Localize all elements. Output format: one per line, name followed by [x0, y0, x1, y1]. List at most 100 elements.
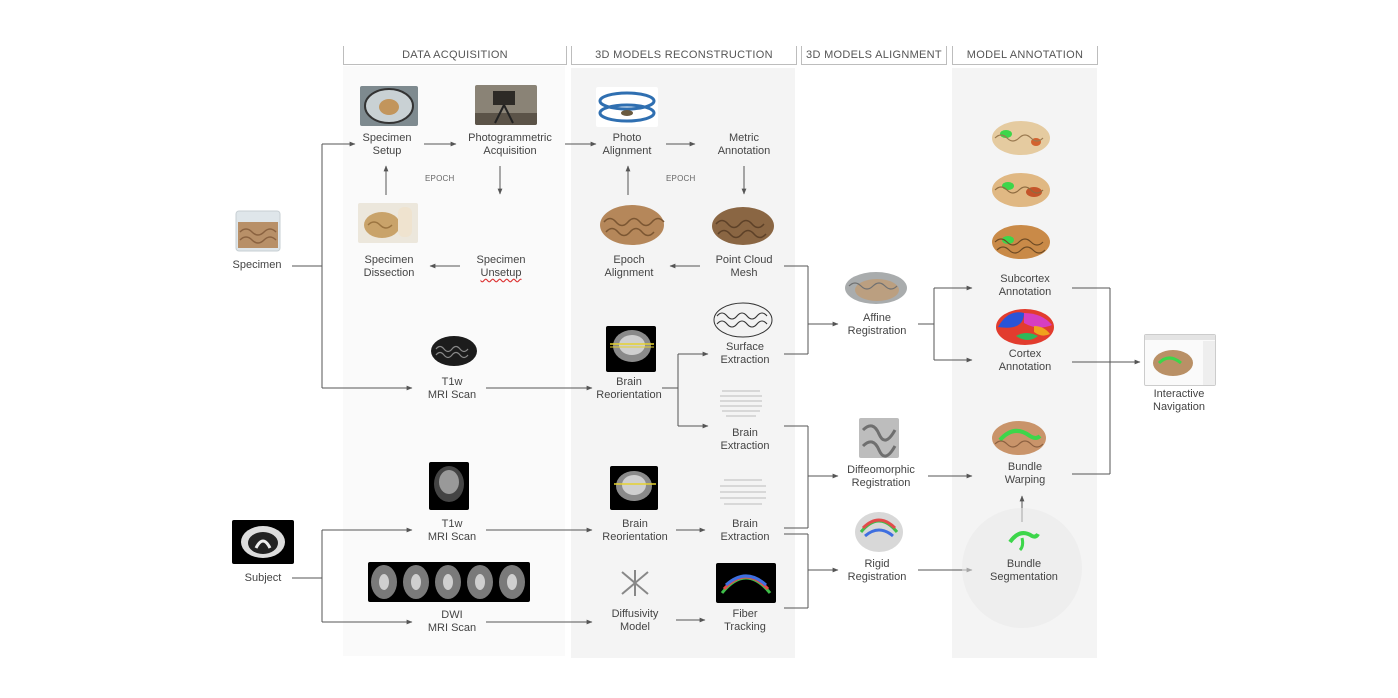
- specimen-unsetup-line1: Specimen: [476, 254, 526, 266]
- bundle-warping-node: Bundle Warping: [980, 461, 1070, 487]
- rigid-registration-line2: Registration: [847, 571, 907, 583]
- brain-reorientation-1-node: Brain Reorientation: [588, 376, 670, 402]
- specimen-dissection-image: [358, 203, 418, 243]
- t1w-specimen-line2: MRI Scan: [427, 389, 477, 401]
- specimen-setup-line2: Setup: [372, 145, 402, 157]
- brain-reorientation-2-image: [610, 466, 658, 510]
- photo-alignment-image: [596, 87, 658, 127]
- cortex-annotation-image: [994, 306, 1056, 348]
- subcortex-annotation-node: Subcortex Annotation: [980, 273, 1070, 299]
- cortex-annotation-line1: Cortex: [1008, 348, 1042, 360]
- photogrammetric-line1: Photogrammetric: [468, 132, 552, 144]
- bundle-segmentation-line2: Segmentation: [990, 571, 1058, 583]
- diffeomorphic-registration-image: [859, 418, 899, 458]
- header-3d-alignment: 3D MODELS ALIGNMENT: [801, 46, 947, 65]
- surface-extraction-image: [712, 300, 774, 340]
- bundle-segmentation-node: Bundle Segmentation: [978, 558, 1070, 584]
- subject-label: Subject: [244, 572, 282, 584]
- header-3d-reconstruction: 3D MODELS RECONSTRUCTION: [571, 46, 797, 65]
- t1w-subject-line2: MRI Scan: [427, 531, 477, 543]
- subject-mri-image: [232, 520, 294, 564]
- epoch-alignment-line2: Alignment: [604, 267, 654, 279]
- diffeomorphic-registration-line1: Diffeomorphic: [847, 464, 915, 476]
- photogrammetric-rig-image: [475, 85, 537, 125]
- photo-alignment-line2: Alignment: [602, 145, 652, 157]
- specimen-setup-image: [360, 86, 418, 126]
- specimen-label: Specimen: [232, 259, 282, 271]
- cortex-annotation-line2: Annotation: [998, 361, 1052, 373]
- affine-registration-line2: Registration: [847, 325, 907, 337]
- photo-alignment-node: Photo Alignment: [588, 132, 666, 158]
- interactive-navigation-line2: Navigation: [1153, 401, 1205, 413]
- brain-reorientation-2-line2: Reorientation: [602, 531, 668, 543]
- metric-annotation-node: Metric Annotation: [700, 132, 788, 158]
- bundle-segmentation-image: [1008, 528, 1040, 552]
- t1w-specimen-node: T1w MRI Scan: [414, 376, 490, 402]
- bundle-warping-line1: Bundle: [1007, 461, 1043, 473]
- fiber-tracking-line2: Tracking: [724, 621, 766, 633]
- bundle-warping-line2: Warping: [1004, 474, 1046, 486]
- annotation-brain-3-image: [990, 222, 1052, 262]
- epoch-alignment-image: [598, 200, 666, 248]
- fiber-tracking-line1: Fiber: [732, 608, 758, 620]
- t1w-subject-image: [429, 462, 469, 510]
- brain-extraction-2-image: [716, 474, 770, 512]
- specimen-dissection-line2: Dissection: [363, 267, 415, 279]
- specimen-unsetup-node: Specimen Unsetup: [460, 254, 542, 280]
- bundle-segmentation-line1: Bundle: [1006, 558, 1042, 570]
- specimen-setup-line1: Specimen: [362, 132, 412, 144]
- brain-reorientation-1-line2: Reorientation: [596, 389, 662, 401]
- diffusivity-model-image: [616, 568, 654, 598]
- point-cloud-line1: Point Cloud: [715, 254, 773, 266]
- brain-reorientation-2-node: Brain Reorientation: [592, 518, 678, 544]
- dwi-line1: DWI: [441, 609, 463, 621]
- brain-extraction-2-line1: Brain: [732, 518, 758, 530]
- brain-reorientation-1-line1: Brain: [616, 376, 642, 388]
- surface-extraction-line2: Extraction: [720, 354, 770, 366]
- specimen-dissection-node: Specimen Dissection: [348, 254, 430, 280]
- affine-registration-line1: Affine: [863, 312, 891, 324]
- specimen-jar-image: [235, 210, 281, 252]
- dwi-strip-image: [368, 562, 530, 602]
- diffeomorphic-registration-node: Diffeomorphic Registration: [834, 464, 928, 490]
- fiber-tracking-image: [716, 563, 776, 603]
- rigid-registration-image: [853, 508, 905, 554]
- header-model-annotation: MODEL ANNOTATION: [952, 46, 1098, 65]
- specimen-unsetup-line2: Unsetup: [480, 267, 522, 279]
- point-cloud-node: Point Cloud Mesh: [700, 254, 788, 280]
- diffusivity-model-line2: Model: [620, 621, 650, 633]
- epoch-label-reconstruction: EPOCH: [666, 174, 696, 183]
- specimen-setup-node: Specimen Setup: [348, 132, 426, 158]
- t1w-subject-node: T1w MRI Scan: [414, 518, 490, 544]
- fiber-tracking-node: Fiber Tracking: [704, 608, 786, 634]
- cortex-annotation-node: Cortex Annotation: [980, 348, 1070, 374]
- point-cloud-image: [710, 204, 776, 248]
- point-cloud-line2: Mesh: [730, 267, 758, 279]
- subcortex-annotation-line2: Annotation: [998, 286, 1052, 298]
- interactive-navigation-image: [1144, 334, 1216, 386]
- brain-extraction-1-image: [716, 385, 766, 419]
- annotation-brain-2-image: [990, 170, 1052, 210]
- t1w-subject-line1: T1w: [441, 518, 463, 530]
- brain-extraction-1-line1: Brain: [732, 427, 758, 439]
- epoch-label-acquisition: EPOCH: [425, 174, 455, 183]
- surface-extraction-node: Surface Extraction: [702, 341, 788, 367]
- brain-extraction-1-line2: Extraction: [720, 440, 770, 452]
- specimen-dissection-line1: Specimen: [364, 254, 414, 266]
- metric-annotation-line2: Annotation: [717, 145, 771, 157]
- photogrammetric-line2: Acquisition: [483, 145, 537, 157]
- affine-registration-image: [843, 268, 909, 308]
- epoch-alignment-node: Epoch Alignment: [590, 254, 668, 280]
- rigid-registration-line1: Rigid: [864, 558, 890, 570]
- header-data-acquisition: DATA ACQUISITION: [343, 46, 567, 65]
- t1w-specimen-brain-image: [430, 333, 478, 369]
- bundle-warping-image: [990, 418, 1048, 458]
- interactive-navigation-node: Interactive Navigation: [1134, 388, 1224, 414]
- diffusivity-model-line1: Diffusivity: [611, 608, 659, 620]
- t1w-specimen-line1: T1w: [441, 376, 463, 388]
- affine-registration-node: Affine Registration: [836, 312, 918, 338]
- metric-annotation-line1: Metric: [729, 132, 759, 144]
- brain-extraction-2-line2: Extraction: [720, 531, 770, 543]
